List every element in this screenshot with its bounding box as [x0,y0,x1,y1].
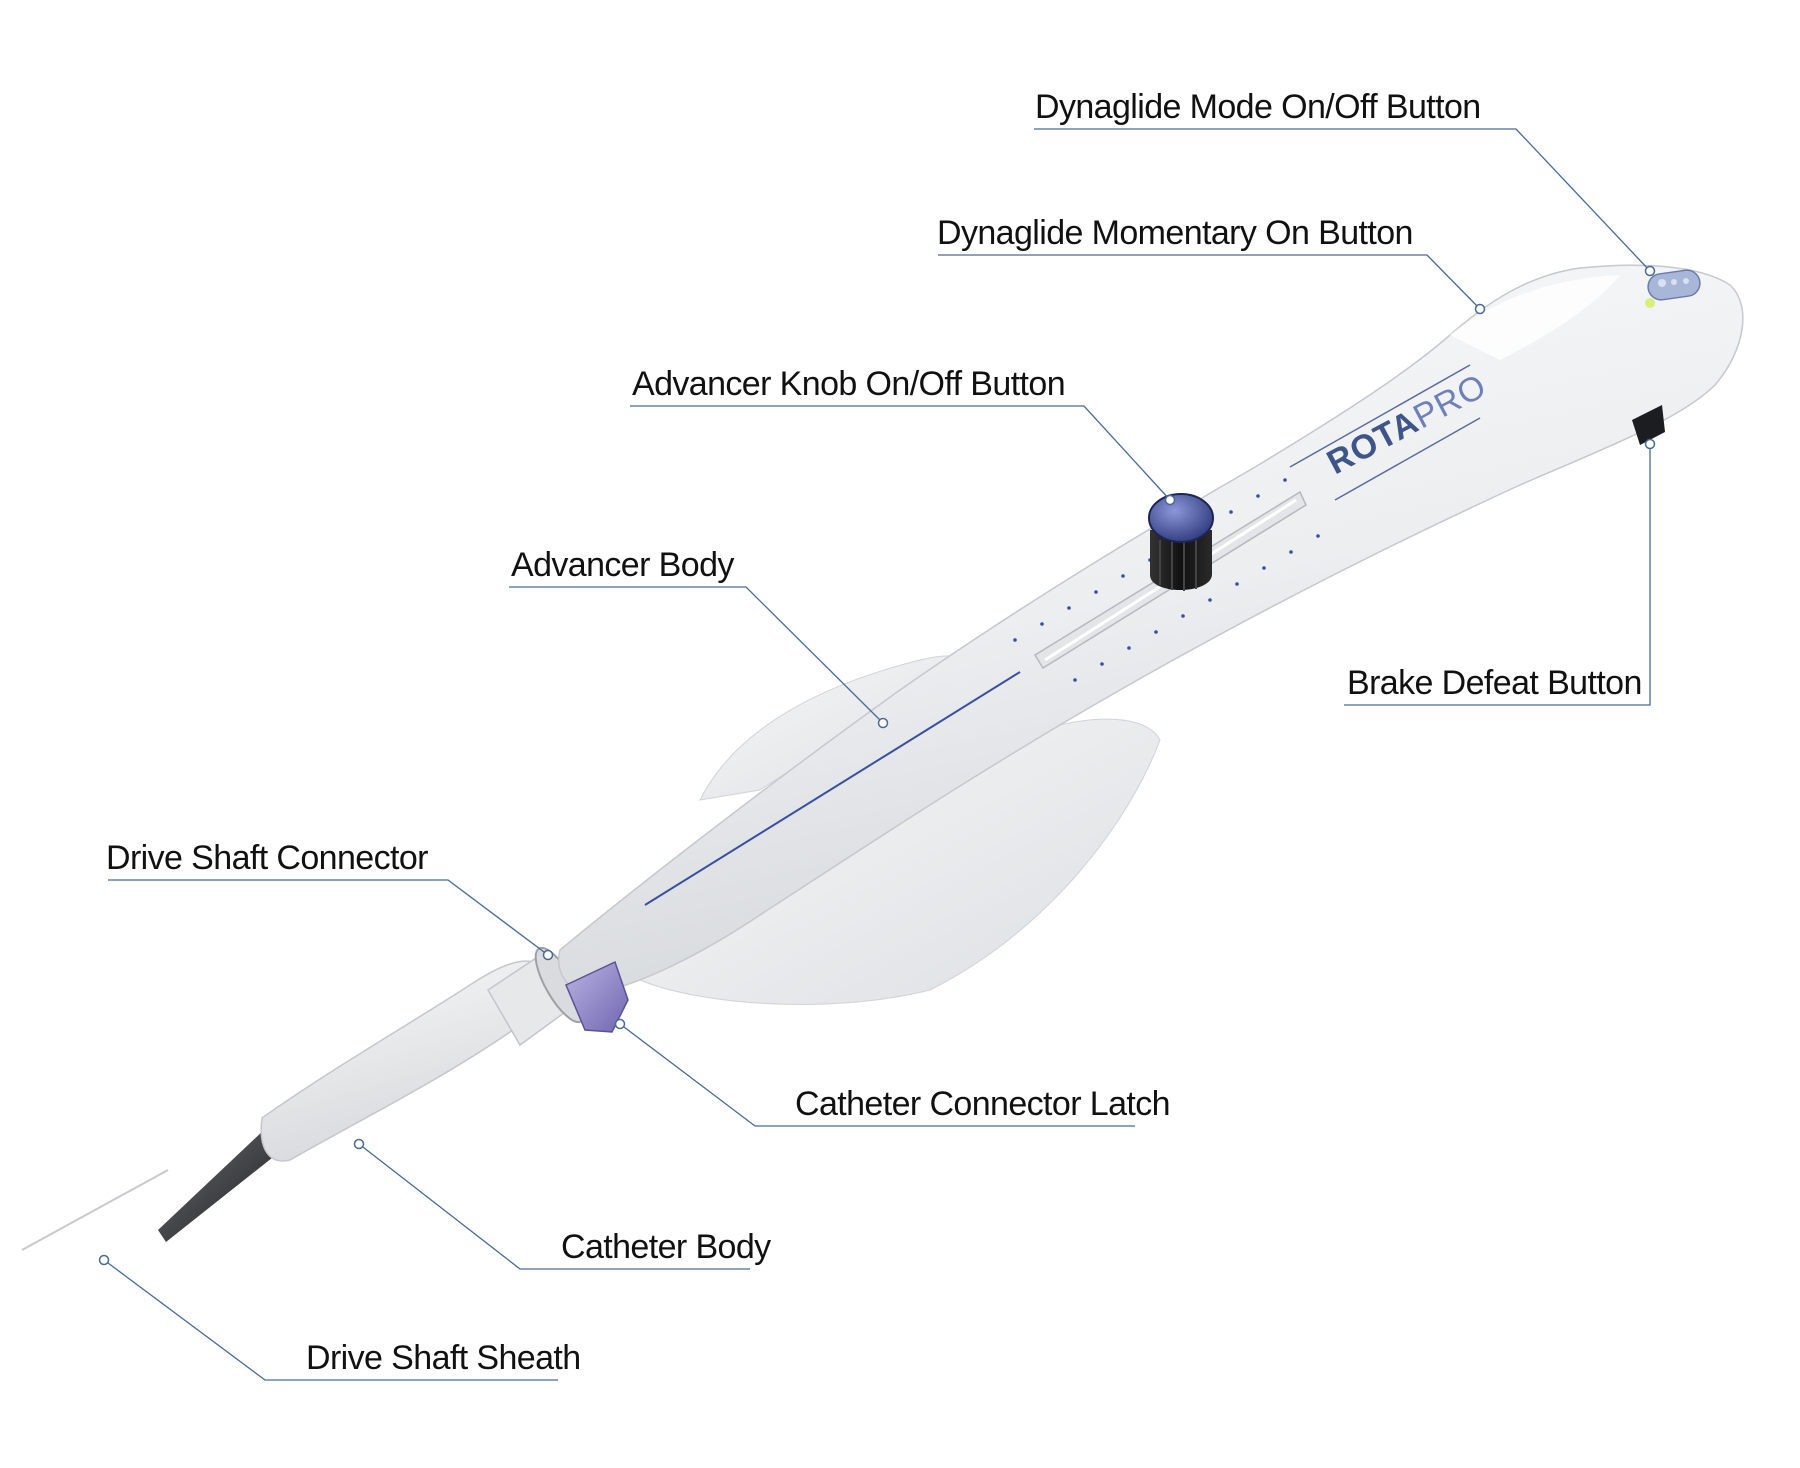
leader-dynaglide-momentary [938,254,1481,310]
leader-advancer-body [509,586,884,724]
leader-dynaglide-mode [1034,128,1651,272]
drive-shaft-sheath-tip [158,1128,282,1242]
catheter-connector-latch[interactable] [565,960,629,1033]
label-dynaglide-mode: Dynaglide Mode On/Off Button [1035,88,1481,126]
dynaglide-status-led [1645,298,1655,308]
accent-line [644,671,1021,906]
label-advancer-knob: Advancer Knob On/Off Button [632,365,1065,403]
labels: Dynaglide Mode On/Off Button Dynaglide M… [106,88,1642,1377]
advancer-body-shape [558,264,1744,996]
leader-dots [98,265,1656,1266]
dynaglide-mode-button[interactable] [1646,269,1701,302]
leader-drive-shaft-connector [108,879,549,956]
leader-brake-defeat [1344,444,1651,706]
label-catheter-connector-latch: Catheter Connector Latch [795,1085,1170,1123]
advancer-head-highlight [1450,275,1620,360]
brand-line-top [1289,364,1471,468]
leader-advancer-knob [630,405,1171,501]
label-advancer-body: Advancer Body [511,546,734,584]
leader-drive-shaft-sheath [103,1259,558,1381]
drive-shaft-wire [21,1169,169,1251]
brand-line-bottom [1334,417,1481,501]
brake-defeat-button[interactable] [1632,405,1665,445]
label-dynaglide-momentary: Dynaglide Momentary On Button [937,214,1413,252]
advancer-knob[interactable] [1148,493,1214,591]
label-drive-shaft-sheath: Drive Shaft Sheath [306,1339,581,1377]
leader-catheter-body [358,1143,750,1270]
leader-lines [103,128,1651,1381]
label-catheter-body: Catheter Body [561,1228,771,1266]
label-drive-shaft-connector: Drive Shaft Connector [106,839,428,877]
device-illustration: ROTAPRO [21,264,1744,1251]
leader-catheter-latch [619,1023,1135,1127]
label-brake-defeat: Brake Defeat Button [1347,664,1642,702]
